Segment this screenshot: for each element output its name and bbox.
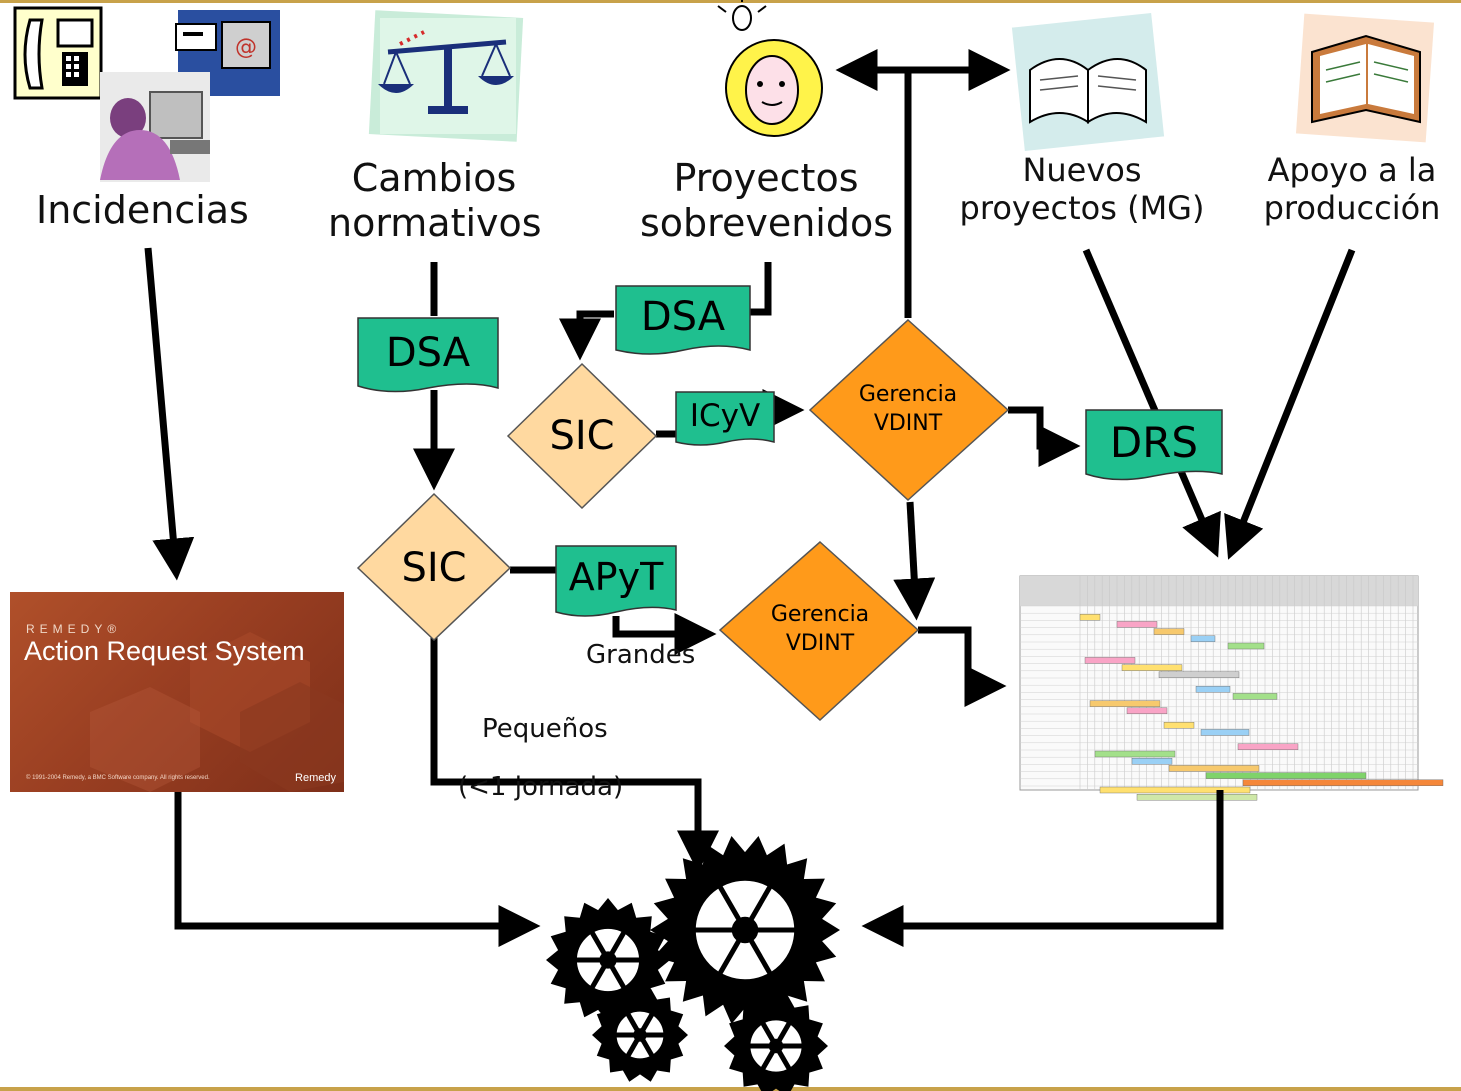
sic-bottom-label: SIC [401, 545, 467, 591]
label-cambios-normativos: Cambios normativos [328, 156, 542, 245]
top-border-line [0, 0, 1461, 3]
arrow-nuevos-to-schedule [1082, 248, 1221, 558]
balance-scale-icon [368, 10, 524, 142]
arrow-incidencias-to-remedy [144, 247, 195, 581]
sic-top-label: SIC [549, 413, 615, 459]
drs-label: DRS [1109, 417, 1199, 467]
dsa-right-document [615, 285, 751, 355]
gerencia-bottom-label: Gerencia VDINT [770, 602, 870, 656]
label-incidencias: Incidencias [36, 188, 249, 232]
arrow-dsa-to-sic-top [559, 310, 614, 361]
label-apoyo-produccion: Apoyo a la producción [1263, 151, 1441, 227]
arrow-remedy-to-gears [174, 792, 541, 947]
edge-label-grandes: Grandes [586, 640, 696, 670]
edge-label-pequenos-note: (<1 jornada) [458, 772, 624, 802]
edge-label-pequenos: Pequeños [482, 714, 608, 744]
gerencia-bottom-decision [718, 540, 920, 722]
sic-bottom-decision [356, 492, 512, 642]
bottom-border-line [0, 1087, 1461, 1091]
connector-proyectos-to-dsa [750, 262, 772, 316]
remedy-logo: Remedy [295, 772, 336, 784]
gerencia-top-decision [808, 318, 1010, 502]
gerencia-top-label: Gerencia VDINT [858, 382, 958, 436]
label-proyectos-sobrevenidos: Proyectos sobrevenidos [640, 156, 894, 245]
open-book-icon [1011, 13, 1165, 151]
arrow-gerencia-top-to-gerencia-bottom [893, 501, 936, 621]
arrow-pequenos-to-gears [430, 634, 719, 873]
label-nuevos-proyectos: Nuevos proyectos (MG) [959, 151, 1205, 227]
remedy-product-title: Action Request System [24, 636, 305, 666]
svg-text:@: @ [235, 35, 257, 60]
arrow-gerencia-bottom-to-schedule [918, 626, 1007, 707]
frustrated-user-icon [100, 72, 210, 182]
icyv-document [675, 391, 775, 446]
arrow-schedule-to-gears [861, 790, 1224, 947]
dsa-left-label: DSA [385, 330, 471, 376]
remedy-action-request-system-splash: REMEDY® Action Request System © 1991-200… [10, 592, 344, 792]
project-schedule-chart-thumbnail [1019, 575, 1444, 801]
arrow-gerencia-top-to-drs [1008, 406, 1081, 467]
apyt-document [555, 545, 677, 617]
sic-top-decision [506, 362, 658, 510]
gears-icon [546, 836, 840, 1091]
arrow-apoyo-to-schedule [1224, 248, 1356, 560]
apyt-label: APyT [568, 555, 664, 599]
ledger-book-icon [1295, 13, 1435, 143]
remedy-copyright: © 1991-2004 Remedy, a BMC Software compa… [26, 775, 210, 781]
arrow-apyt-grandes-to-gerencia-bottom [612, 613, 717, 655]
dsa-right-label: DSA [640, 294, 726, 340]
telephone-icon [13, 6, 103, 100]
remedy-brand: REMEDY® [26, 622, 122, 636]
drs-document [1085, 409, 1223, 481]
idea-lightbulb-icon [717, 0, 823, 137]
remedy-background-pattern [90, 632, 344, 792]
email-computer-icon: @ [175, 10, 280, 96]
dsa-left-document [357, 317, 499, 393]
icyv-label: ICyV [689, 398, 761, 434]
